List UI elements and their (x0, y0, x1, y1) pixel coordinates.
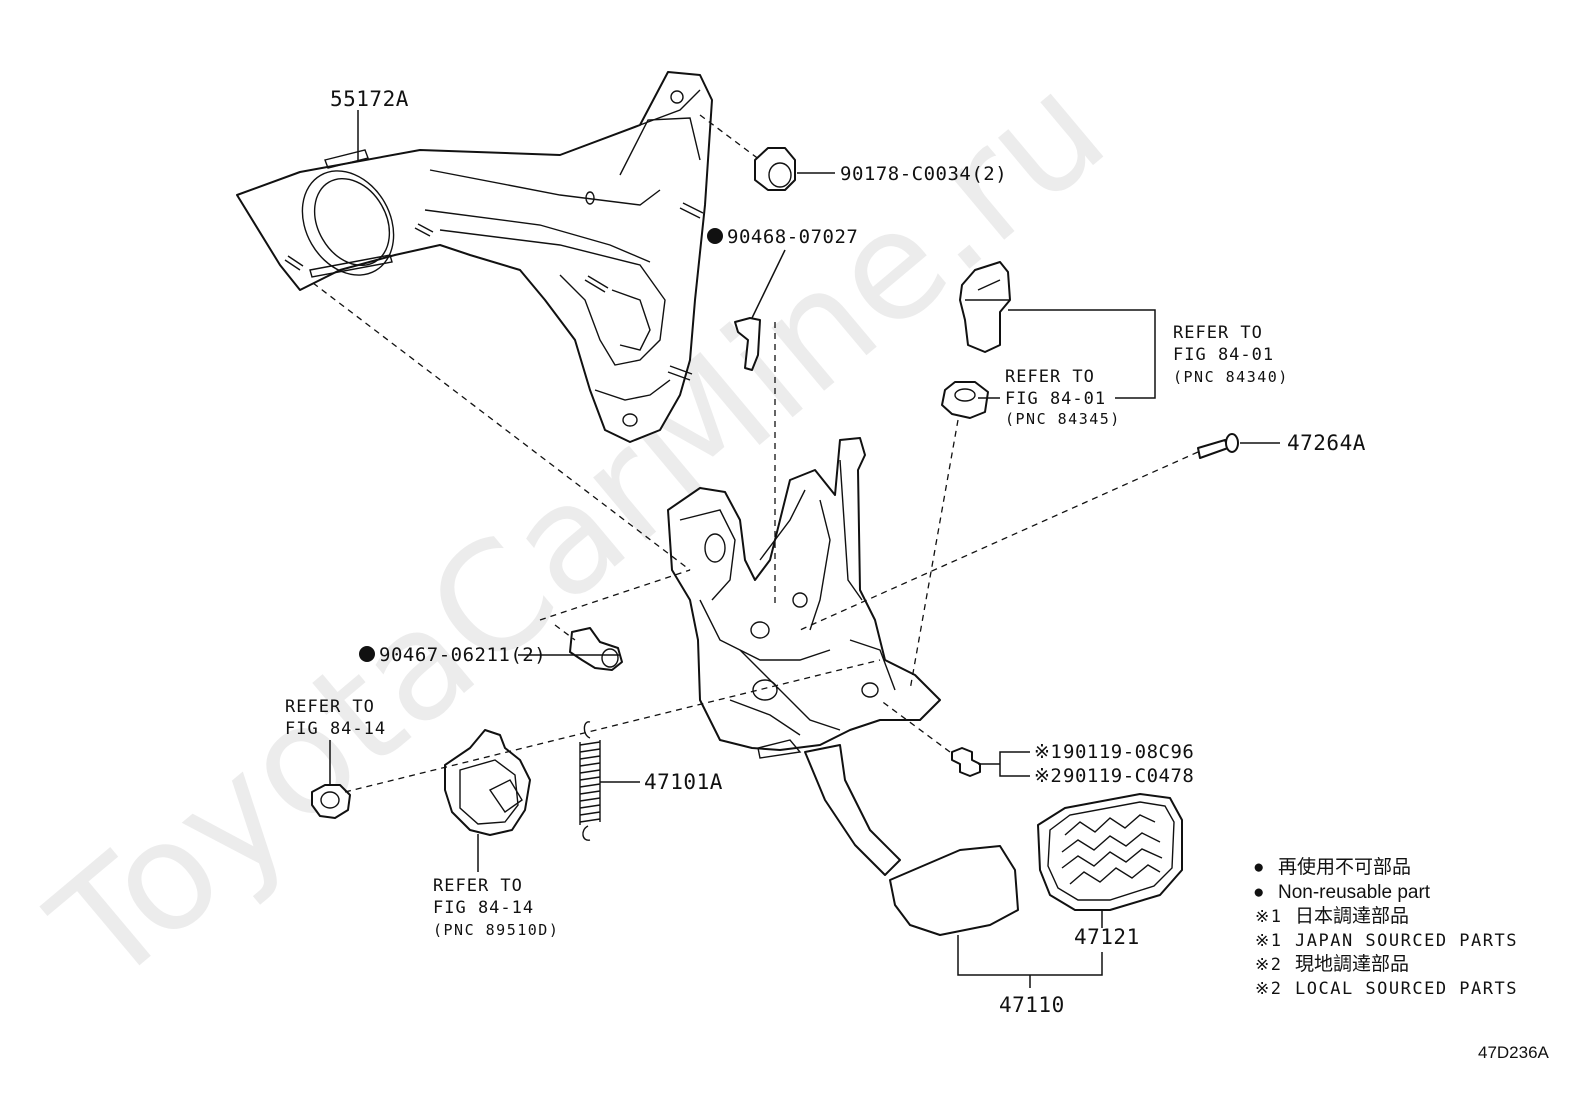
legend-marker: ● (1253, 857, 1264, 878)
bolt-90119-drawing (951, 747, 981, 777)
bolt-mark-1: ※1 (1034, 741, 1062, 763)
clip-90468-drawing (734, 317, 761, 371)
ref-sensor-line3: (PNC 89510D) (433, 921, 559, 939)
non-reusable-marker (707, 228, 723, 244)
grommet-drawing (311, 784, 351, 819)
legend-text: LOCAL SOURCED PARTS (1295, 979, 1518, 999)
ref-switch-nut-line2: FIG 84-01 (1005, 389, 1106, 409)
ref-grommet-line2: FIG 84-14 (285, 719, 386, 739)
spring-47101a-drawing (579, 721, 601, 841)
pin-47264a-drawing (1197, 433, 1239, 459)
pedal-support-drawing (667, 437, 941, 759)
nut-90178-drawing (754, 147, 796, 191)
pedal-lever-drawing (804, 744, 1019, 936)
ref-switch-line3: (PNC 84340) (1173, 368, 1289, 386)
label-90178: 90178-C0034(2) (840, 163, 1007, 185)
label-90468: 90468-07027 (727, 226, 858, 248)
ref-switch-line1: REFER TO (1173, 323, 1263, 343)
legend-text: JAPAN SOURCED PARTS (1295, 931, 1518, 951)
ref-sensor-line1: REFER TO (433, 876, 523, 896)
legend-text: 再使用不可部品 (1278, 856, 1411, 878)
ref-switch-line2: FIG 84-01 (1173, 345, 1274, 365)
clip-90467-drawing (569, 627, 623, 671)
legend-text: 現地調達部品 (1295, 953, 1409, 975)
label-47121: 47121 (1074, 925, 1140, 949)
label-90467: 90467-06211(2) (379, 644, 546, 666)
label-47101a: 47101A (644, 770, 723, 794)
label-90119-08c96: 90119-08C96 (1063, 741, 1194, 763)
legend-marker: ※2 (1255, 979, 1282, 999)
leader-lines (329, 110, 1280, 988)
ref-switch-nut-line3: (PNC 84345) (1005, 410, 1121, 428)
label-47264a: 47264A (1287, 431, 1366, 455)
bolt-mark-2: ※2 (1034, 765, 1062, 787)
label-90119-c0478: 90119-C0478 (1063, 765, 1194, 787)
stop-lamp-switch-drawing (941, 261, 1011, 419)
non-reusable-marker (359, 646, 375, 662)
assembly-lines (312, 114, 1199, 793)
legend-marker: ※1 (1255, 907, 1282, 927)
legend: ● 再使用不可部品 ● Non-reusable part ※1 日本調達部品 … (1253, 856, 1518, 999)
legend-marker: ※1 (1255, 931, 1282, 951)
legend-text: Non-reusable part (1278, 882, 1431, 903)
legend-marker: ● (1253, 882, 1264, 903)
bracket-55172a-drawing (236, 71, 713, 443)
ref-grommet-line1: REFER TO (285, 697, 375, 717)
label-55172a: 55172A (330, 87, 409, 111)
legend-marker: ※2 (1255, 955, 1282, 975)
label-47110: 47110 (999, 993, 1065, 1017)
stroke-sensor-drawing (444, 729, 531, 836)
ref-switch-nut-line1: REFER TO (1005, 367, 1095, 387)
pedal-pad-drawing (1037, 793, 1183, 911)
ref-sensor-line2: FIG 84-14 (433, 898, 534, 918)
legend-text: 日本調達部品 (1295, 905, 1409, 927)
diagram-code: 47D236A (1478, 1043, 1550, 1062)
